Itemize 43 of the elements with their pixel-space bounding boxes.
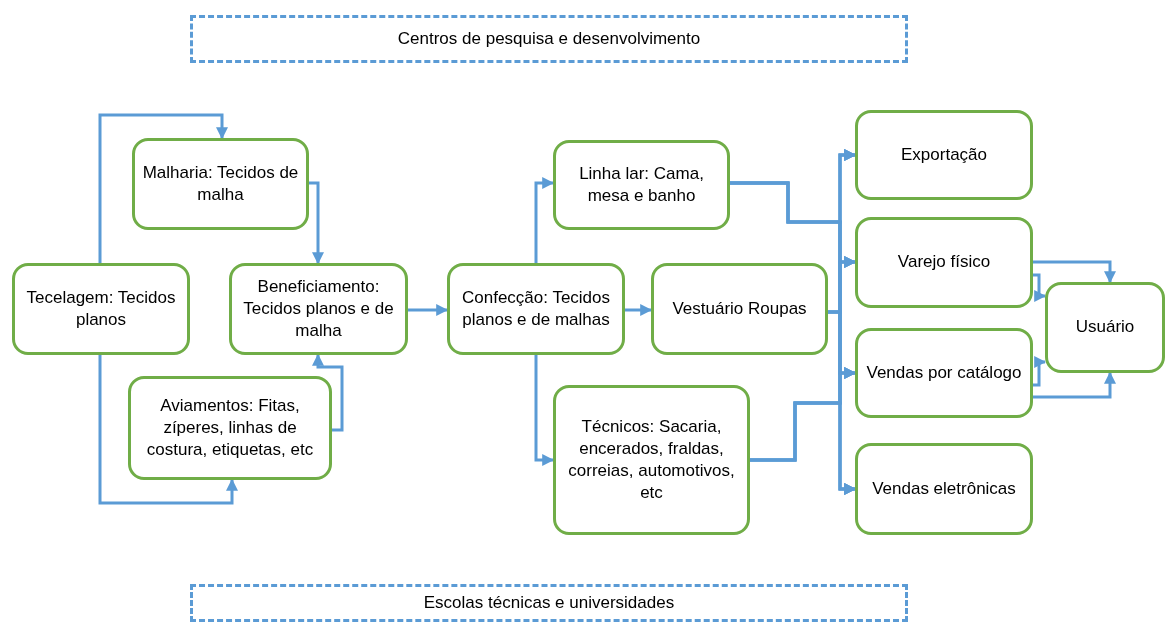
process-box [12,263,190,355]
process-box [553,385,750,535]
box-text: Linha lar: Cama, mesa e banho [578,162,705,207]
connector-arrow [625,304,653,316]
connector-arrow [312,353,344,432]
box-text: Centros de pesquisa e desenvolvimento [397,28,701,51]
connector-arrow [1033,356,1047,387]
dashed-group-box [190,584,908,622]
connector-arrow [1033,273,1047,302]
box-text: Exportação [901,143,987,166]
connector-arrow [534,177,555,263]
connector-arrow [750,401,857,495]
dashed-group-box [190,15,908,63]
box-text: Vestuário Roupas [672,297,807,320]
process-box [1045,282,1165,373]
box-text: Escolas técnicas e universidades [423,592,675,615]
box-text: Vendas por catálogo [866,361,1022,384]
box-text: Tecelagem: Tecidos planos [25,286,177,331]
connector-arrow [1033,371,1116,399]
process-box [651,263,828,355]
process-box [132,138,309,230]
connector-arrow [98,355,238,505]
process-box [229,263,408,355]
process-box [553,140,730,230]
box-text: Técnicos: Sacaria, encerados, fraldas, correias, automotivos, etc [567,415,736,505]
process-box [855,217,1033,308]
box-text: Beneficiamento: Tecidos planos e de malha [242,275,395,343]
process-box [855,443,1033,535]
connector-arrow [98,113,228,263]
box-text: Vendas eletrônicas [872,477,1016,500]
box-text: Malharia: Tecidos de malha [141,161,300,206]
box-text: Confecção: Tecidos planos e de malhas [460,286,612,331]
box-text: Usuário [1075,316,1135,339]
process-box [128,376,332,480]
connector-arrow [534,355,555,466]
process-box [447,263,625,355]
connector-arrow [309,181,324,265]
box-text: Varejo físico [897,251,991,274]
process-box [855,328,1033,418]
connector-arrow [1033,260,1116,284]
box-text: Aviamentos: Fitas, zíperes, linhas de costura, etiquetas, etc [145,394,315,462]
connector-arrow [408,304,449,316]
process-box [855,110,1033,200]
